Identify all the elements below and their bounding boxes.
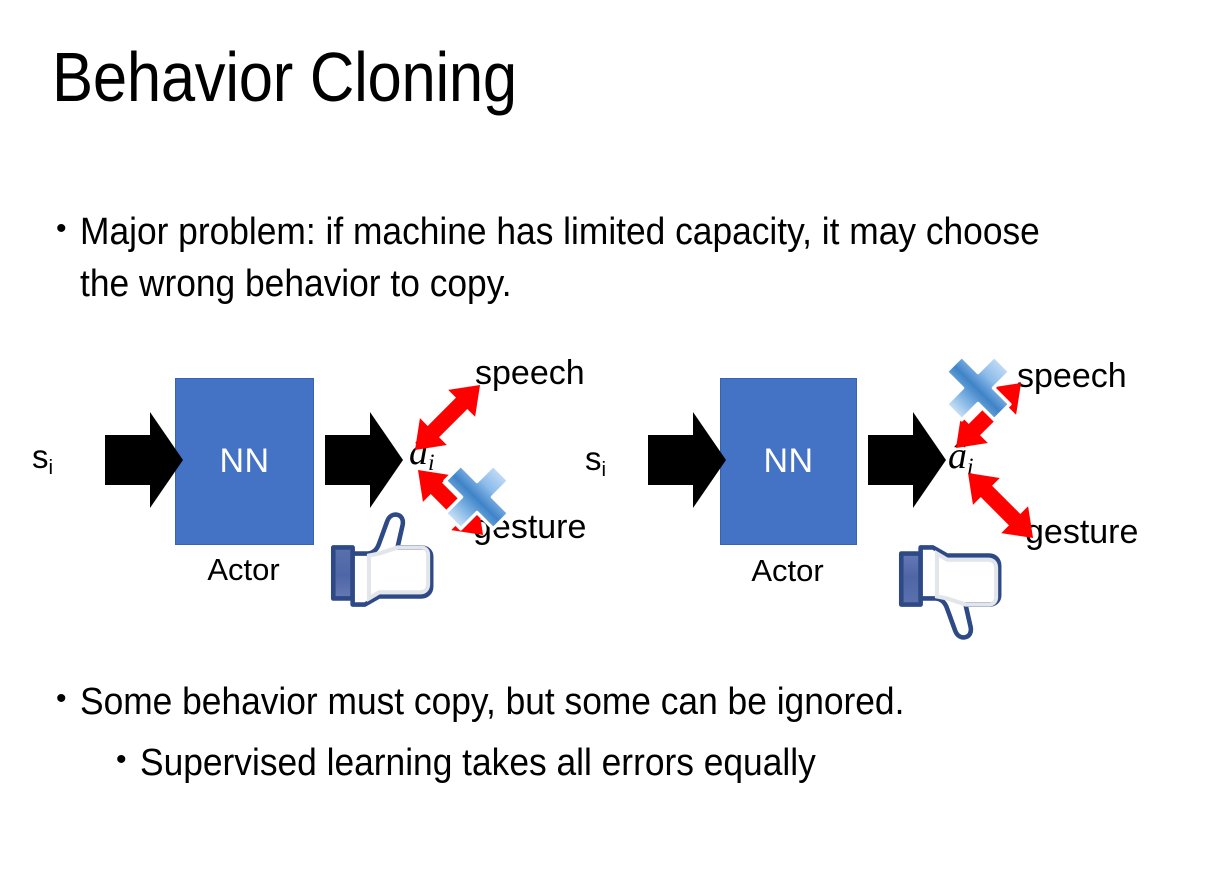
bullet-marker: • xyxy=(56,212,67,245)
blue-x-icon xyxy=(944,354,1012,422)
bullet-marker: • xyxy=(56,682,67,715)
state-input-label: si xyxy=(585,440,607,481)
branch-arrow-gesture xyxy=(968,473,1034,539)
branch-label-speech: speech xyxy=(1017,357,1127,395)
bullet-item-some-behavior: • Some behavior must copy, but some can … xyxy=(56,676,1176,728)
actor-caption: Actor xyxy=(751,553,824,588)
nn-box-label: NN xyxy=(219,442,270,480)
bullet-text: Major problem: if machine has limited ca… xyxy=(79,211,1040,306)
state-symbol: s xyxy=(32,438,49,475)
neural-network-box: NN xyxy=(720,378,857,545)
diagram-good-case: si NN Actor âi speech gesture xyxy=(20,340,620,640)
diagram-vector-layer xyxy=(648,354,1034,640)
bullet-marker: • xyxy=(116,743,127,776)
bullet-text: Some behavior must copy, but some can be… xyxy=(79,681,904,723)
thumbs-up-icon xyxy=(330,512,434,607)
flow-arrow-input xyxy=(648,412,726,508)
branch-arrow-speech xyxy=(415,384,481,450)
thumbs-down-icon xyxy=(898,545,1002,640)
diagram-bad-case: si NN Actor âi speech gesture xyxy=(570,340,1200,640)
actor-caption: Actor xyxy=(207,552,280,587)
branch-label-speech: speech xyxy=(475,354,585,392)
branch-label-gesture: gesture xyxy=(1025,513,1139,551)
state-subscript: i xyxy=(48,455,54,479)
state-symbol: s xyxy=(585,440,602,477)
nn-box-label: NN xyxy=(763,442,814,480)
state-subscript: i xyxy=(601,457,607,481)
flow-arrow-output xyxy=(868,412,946,508)
bullet-item-problem: • Major problem: if machine has limited … xyxy=(56,206,1146,311)
page-title: Behavior Cloning xyxy=(52,38,517,116)
neural-network-box: NN xyxy=(175,378,314,545)
bullet-text: Supervised learning takes all errors equ… xyxy=(139,742,816,784)
blue-x-icon xyxy=(443,463,511,531)
flow-arrow-input xyxy=(105,412,183,508)
state-input-label: si xyxy=(32,438,54,479)
action-subscript: i xyxy=(967,454,974,481)
bullet-item-supervised-learning: • Supervised learning takes all errors e… xyxy=(116,737,1176,789)
flow-arrow-output xyxy=(325,412,403,508)
action-subscript: i xyxy=(428,450,435,477)
diagram-vector-layer xyxy=(105,384,511,607)
